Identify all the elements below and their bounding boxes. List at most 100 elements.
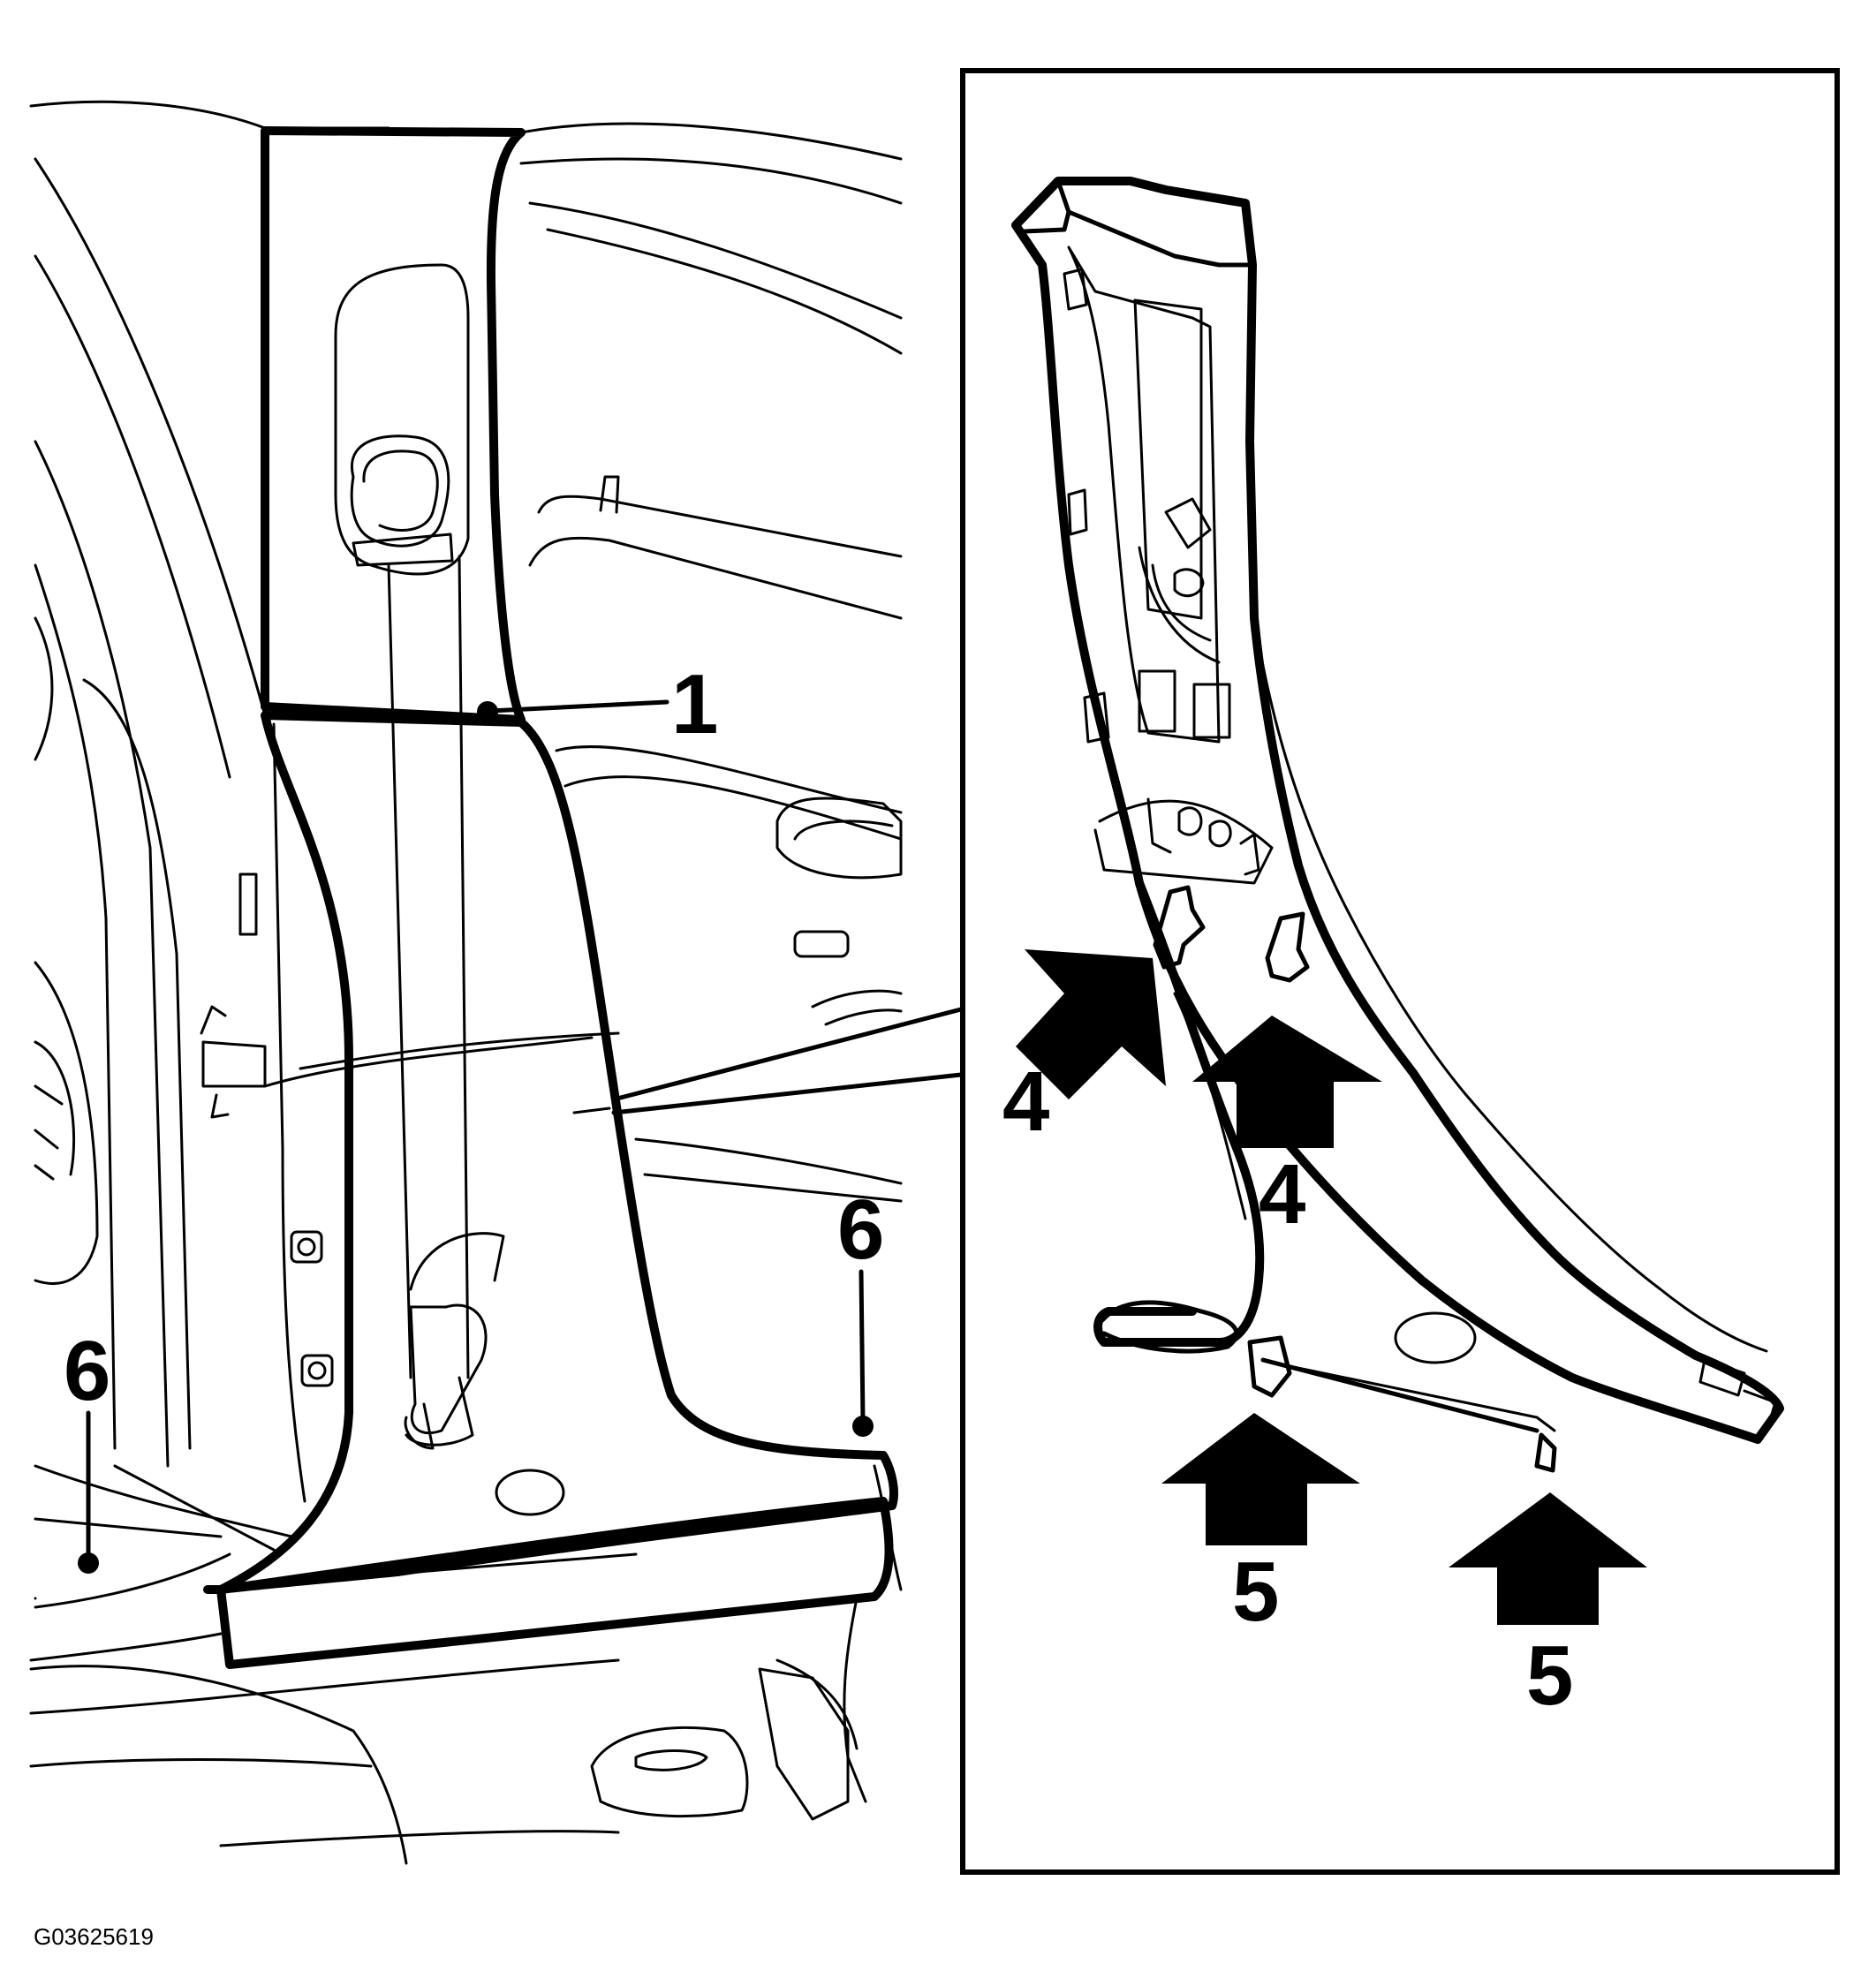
- arrow-5-right-icon: [1449, 1492, 1647, 1625]
- leader-6-right: [859, 1269, 866, 1424]
- trim-foot-loop: [1100, 1300, 1239, 1354]
- trim-clip-hooks: [1146, 797, 1260, 876]
- arrow-5-left-icon: [1161, 1413, 1360, 1545]
- roof-lining-line-1: [528, 201, 903, 320]
- rear-floor-block: [758, 1667, 850, 1821]
- trim-guide-hole: [1164, 497, 1212, 598]
- figure-id-label: G03625619: [34, 1923, 154, 1950]
- rear-floor-slot: [634, 1749, 708, 1771]
- trim-lower-bar: [1260, 1357, 1539, 1433]
- trim-sub-plate: [1093, 828, 1274, 885]
- trim-foot-hole: [1394, 1311, 1477, 1364]
- front-door-frame-2: [34, 254, 231, 779]
- seat-belt-anchor: [404, 1376, 474, 1450]
- callout-1: 1: [671, 657, 718, 752]
- trim-lower-line: [1173, 992, 1247, 1220]
- front-door-frame-1: [34, 157, 267, 717]
- trim-foot-tip: [1698, 1358, 1777, 1419]
- callout-4-right: 4: [1259, 1147, 1305, 1242]
- vehicle-interior-view: [29, 100, 903, 1865]
- rear-door-handle: [775, 797, 903, 880]
- front-door-frame-3: [34, 440, 170, 1468]
- pillar-slot: [238, 872, 258, 936]
- trim-back-face: [1067, 245, 1221, 744]
- pillar-center-mark: [572, 1107, 611, 1114]
- belt-guide-inner: [362, 449, 439, 532]
- b-pillar-upper-trim: [260, 126, 526, 724]
- trim-small-tab-c: [1063, 268, 1088, 311]
- roof-inner-line: [519, 157, 903, 205]
- front-seat-detail: [34, 1040, 76, 1176]
- b-pillar-lower-trim: [216, 711, 898, 1594]
- trim-mid-line: [1098, 799, 1274, 850]
- front-trim-lines: [34, 1084, 64, 1181]
- bolt-upper-center: [297, 1237, 316, 1257]
- trim-outer-outline: [1011, 177, 1784, 1444]
- trim-clip-window: [1133, 298, 1203, 620]
- bolt-lower: [300, 1354, 334, 1387]
- seat-belt-lower-buckle: [409, 1232, 505, 1435]
- trim-lower-bar-back: [1279, 1363, 1556, 1432]
- callout-leaders: [78, 699, 874, 1574]
- front-seat-outline: [34, 616, 99, 1285]
- trim-inner-edge: [1022, 178, 1252, 268]
- roof-edge: [29, 100, 903, 161]
- lower-clip-b: [1534, 1432, 1557, 1473]
- rear-window-strip: [599, 475, 620, 514]
- arrow-markers: [1016, 949, 1647, 1625]
- arrow-4-diagonal-icon: [1016, 949, 1166, 1099]
- rear-door-line-low: [634, 1137, 903, 1203]
- trim-right-rail: [1248, 263, 1768, 1353]
- seat-belt-webbing: [387, 555, 470, 1379]
- callout-6-right: 6: [837, 1182, 884, 1277]
- sill-detail: [290, 1552, 638, 1587]
- bolt-lower-center: [307, 1361, 327, 1380]
- door-striker: [200, 1005, 267, 1119]
- callout-labels: 1 4 4 5 5 6 6 G03625619: [34, 657, 1573, 1950]
- trim-guide-rail: [1138, 546, 1221, 664]
- belt-guide-cover: [334, 263, 470, 576]
- pillar-plug-hole: [495, 1469, 565, 1516]
- callout-4-left: 4: [1002, 1054, 1049, 1149]
- callout-5-left: 5: [1232, 1545, 1279, 1639]
- trim-small-tab-a: [1083, 691, 1110, 744]
- belt-guide: [350, 434, 450, 548]
- rear-door-switch: [793, 930, 850, 958]
- sill-trim: [203, 1497, 894, 1669]
- rear-floor-4: [590, 1726, 749, 1818]
- floor-sill-left: [29, 1632, 620, 1715]
- roof-lining-line-2: [546, 228, 903, 355]
- callout-6-left: 6: [64, 1324, 110, 1418]
- leader-1: [488, 699, 669, 714]
- lower-clip-a: [1247, 1335, 1292, 1398]
- rear-door-frame: [528, 495, 903, 620]
- upper-clip-b: [1265, 911, 1310, 983]
- rear-seat-arc: [263, 1036, 594, 1088]
- arrow-4-up-icon: [1192, 1016, 1382, 1148]
- rear-floor-3: [775, 1597, 867, 1803]
- leader-1-dot-icon: [477, 701, 498, 722]
- zoom-leader-lines: [611, 1007, 964, 1115]
- belt-clip: [352, 533, 454, 567]
- pillar-panel-bottom: [299, 1031, 620, 1070]
- front-door-frame-4: [34, 563, 117, 1450]
- floor-lines-left: [34, 1464, 293, 1609]
- rear-door-panel-1: [555, 744, 903, 841]
- removed-pillar-trim: [1011, 177, 1784, 1473]
- rear-door-armrest: [811, 989, 903, 1026]
- trim-lower-foot: [1093, 879, 1265, 1347]
- trim-slot-a: [1138, 669, 1176, 733]
- trim-slot-b: [1192, 683, 1231, 739]
- front-door-seal: [82, 678, 192, 1450]
- rear-floor-2: [29, 1665, 620, 1865]
- rear-floor-5: [29, 1758, 373, 1768]
- detail-inset-frame: [960, 68, 1840, 1875]
- pillar-edge-line: [272, 722, 306, 1503]
- bolt-upper: [290, 1230, 323, 1264]
- leader-6-right-dot-icon: [852, 1416, 874, 1437]
- callout-5-right: 5: [1526, 1628, 1573, 1723]
- leader-6-left-dot-icon: [78, 1552, 99, 1574]
- trim-small-tab-b: [1067, 488, 1088, 536]
